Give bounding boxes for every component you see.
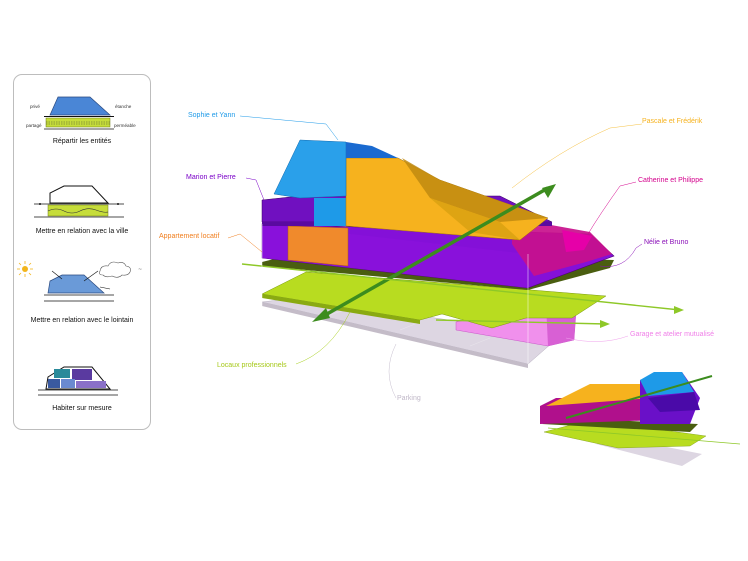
legend-caption-repartir: Répartir les entités [52,138,112,145]
tag-permeable: perméable [114,123,136,128]
label-appartement-locatif: Appartement locatif [159,233,220,240]
label-parking: Parking [397,395,421,402]
legend-caption-mesure: Habiter sur mesure [52,405,112,412]
parking-slab-edge [262,302,528,368]
tag-prive: privé [30,104,40,109]
label-nelie-bruno: Nélie et Bruno [644,239,689,246]
tag-partage: partagé [26,123,42,128]
label-pascale-frederik: Pascale et Frédérik [642,118,703,125]
legend-caption-lointain: Mettre en relation avec le lointain [30,317,134,324]
legend-icon-repartir [44,96,114,130]
label-locaux-professionnels: Locaux professionnels [217,362,287,369]
catherine-philippe-volume [512,218,612,276]
green-arrow-main [312,184,556,322]
svg-text:~: ~ [138,267,142,273]
appartement-locatif-volume [287,225,349,267]
green-line-horizontal [241,263,684,328]
label-marion-pierre: Marion et Pierre [186,174,236,181]
label-garage-atelier: Garage et atelier mutualisé [630,331,715,338]
locaux-professionnels-slab [261,271,607,329]
sophie-yann-volume [273,139,347,199]
label-sophie-yann: Sophie et Yann [188,112,236,119]
tag-etanche: étanche [115,104,132,109]
legend-icon-ville [34,185,124,218]
small-axonometric [540,372,741,466]
legend-icon-mesure [38,366,118,396]
legend-caption-ville: Mettre en relation avec la ville [35,228,129,235]
label-catherine-philippe: Catherine et Philippe [638,177,703,184]
legend-panel: privé étanche partagé perméable Répartir… [13,74,151,430]
legend-icon-lointain: ~ [17,261,142,302]
